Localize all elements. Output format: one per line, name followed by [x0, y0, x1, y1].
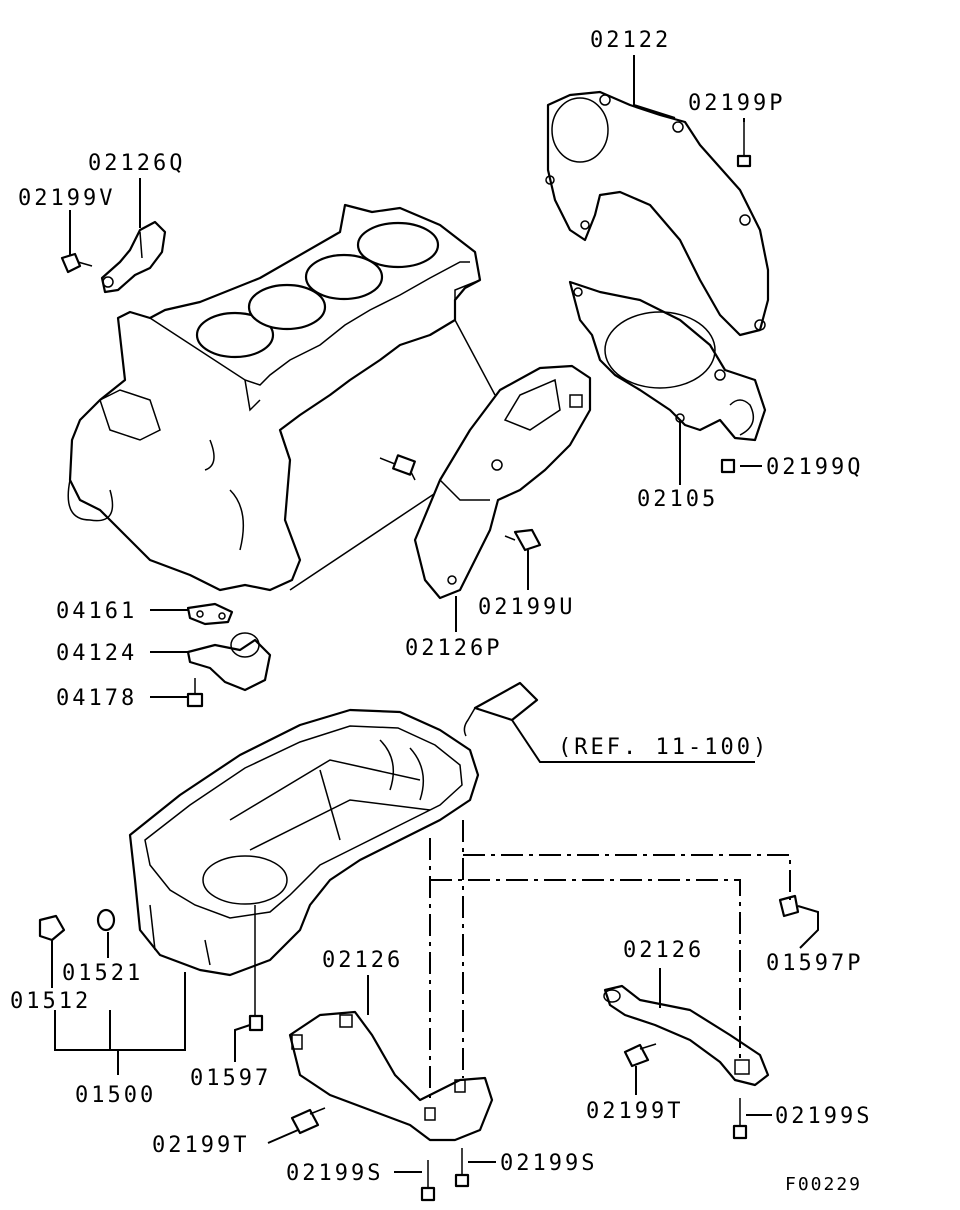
leader-lines — [51, 55, 819, 1173]
bracket-02126-right — [603, 984, 770, 1087]
label-01597: 01597 — [190, 1066, 271, 1091]
label-02126-left: 02126 — [322, 948, 403, 973]
label-02199S-right: 02199S — [775, 1104, 872, 1129]
bolt-02199S-left-b — [454, 1148, 470, 1188]
alignment-lines — [429, 820, 791, 1100]
bolt-02199S-left-a — [420, 1160, 436, 1202]
oil-pan-01500 — [128, 708, 480, 977]
label-02199S-left: 02199S — [286, 1161, 383, 1186]
bolt-01597 — [248, 905, 264, 1032]
label-02122: 02122 — [590, 28, 671, 53]
label-02105: 02105 — [637, 487, 718, 512]
strainer-04124 — [186, 632, 272, 692]
bolt-02199Q — [720, 458, 736, 474]
label-01597P: 01597P — [766, 951, 863, 976]
label-04178: 04178 — [56, 686, 137, 711]
bolt-02199U — [504, 528, 542, 552]
bolt-02199S-right — [732, 1098, 748, 1140]
label-04124: 04124 — [56, 641, 137, 666]
label-02199U: 02199U — [478, 595, 575, 620]
bracket-02126P — [413, 364, 592, 600]
label-01512: 01512 — [10, 989, 91, 1014]
engine-block — [67, 203, 496, 592]
label-01521: 01521 — [62, 961, 143, 986]
bolt-02199T-right — [623, 1043, 657, 1068]
label-02126-right: 02126 — [623, 938, 704, 963]
label-01500: 01500 — [75, 1083, 156, 1108]
label-02199Q: 02199Q — [766, 455, 863, 480]
label-02199T-left: 02199T — [152, 1133, 249, 1158]
bolt-02199V — [60, 252, 93, 274]
label-02199S-center: 02199S — [500, 1151, 597, 1176]
cover-plate-02105 — [568, 280, 767, 442]
bolt-02199P — [736, 122, 752, 168]
callout-labels: 02122 02199P 02126Q 02199V 02199Q 02105 … — [10, 28, 872, 1195]
drive-plate-02122 — [545, 90, 770, 337]
label-ref-11-100: (REF. 11-100) — [558, 735, 769, 760]
figure-code: F00229 — [785, 1174, 862, 1195]
label-02126Q: 02126Q — [88, 151, 185, 176]
bolt-02199T-left — [290, 1107, 326, 1135]
label-02199V: 02199V — [18, 186, 115, 211]
sealant-tube — [463, 681, 539, 737]
gasket-04161 — [186, 602, 234, 626]
label-02126P: 02126P — [405, 636, 502, 661]
label-02199T-right: 02199T — [586, 1099, 683, 1124]
bracket-02126-left — [288, 1010, 494, 1142]
bolt-01597P — [778, 894, 800, 918]
washer-01521 — [96, 908, 116, 932]
bolt-04178 — [186, 678, 204, 708]
drain-plug-01512 — [38, 914, 66, 942]
label-02199P: 02199P — [688, 91, 785, 116]
label-04161: 04161 — [56, 599, 137, 624]
bracket-02126Q — [100, 220, 167, 294]
